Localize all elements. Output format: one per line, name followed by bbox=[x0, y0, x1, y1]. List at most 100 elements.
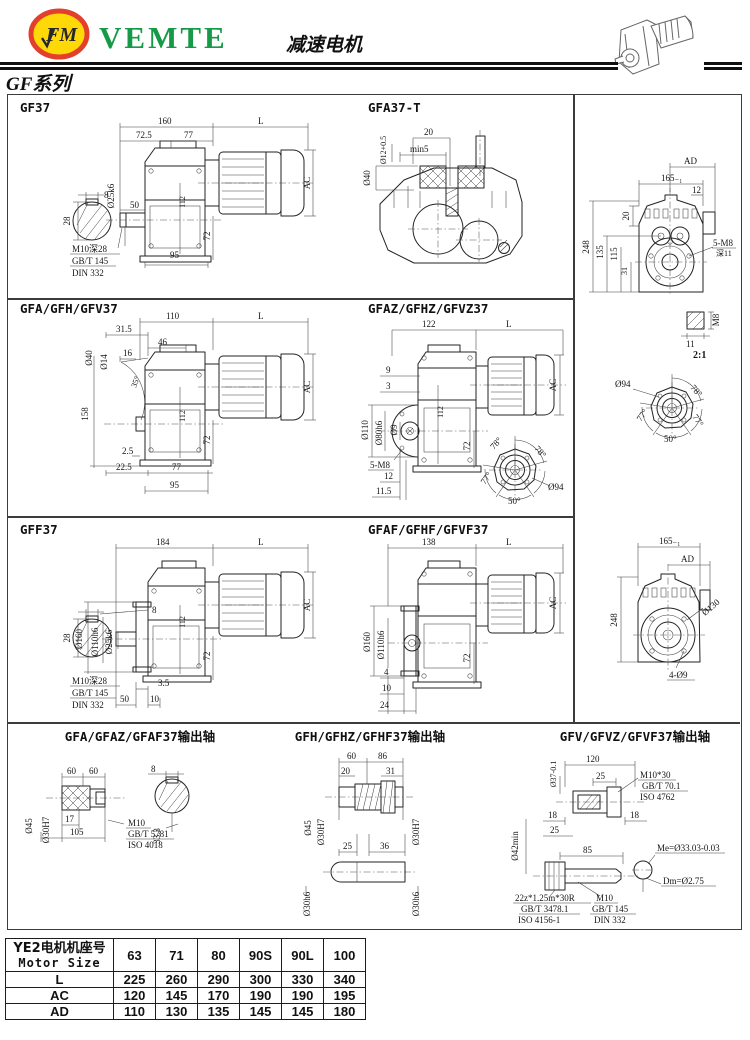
dim-label: 165₋₁ bbox=[661, 173, 682, 183]
dim-label: 115 bbox=[609, 247, 619, 261]
value-cell: 260 bbox=[155, 971, 198, 988]
dimension-lines bbox=[368, 329, 564, 500]
dim-label: 95 bbox=[170, 250, 180, 260]
row-divider-2 bbox=[7, 516, 573, 518]
dim-label: 112 bbox=[178, 196, 187, 208]
dim-label: 138 bbox=[422, 537, 436, 547]
svg-text:ISO 4018: ISO 4018 bbox=[128, 840, 163, 850]
series-label: GF系列 bbox=[6, 74, 71, 95]
svg-text:M8: M8 bbox=[711, 313, 721, 326]
panel-gfa: GFA/GFH/GFV37 bbox=[20, 301, 316, 494]
dim-label: 77° bbox=[690, 412, 706, 428]
thread-hatch bbox=[356, 780, 394, 814]
panel-shaft-h: GFH/GFHZ/GFHF37输出轴 60 86 20 31 Ø45 Ø30H7… bbox=[295, 729, 445, 916]
dim-label: 77 bbox=[172, 462, 182, 472]
panel-gfaz: GFAZ/GFHZ/GFVZ37 bbox=[360, 301, 566, 506]
dim-label: 3 bbox=[386, 381, 391, 391]
gearbox-detail bbox=[151, 588, 202, 669]
svg-text:Ø30h6: Ø30h6 bbox=[411, 891, 421, 916]
size-col: 80 bbox=[197, 938, 240, 972]
dim-label: 24 bbox=[380, 700, 390, 710]
dimension-lines bbox=[525, 761, 647, 874]
column-divider bbox=[573, 94, 575, 722]
motor-outline bbox=[204, 571, 305, 639]
dim-label: 50° bbox=[664, 434, 677, 444]
shaft-knurl bbox=[61, 785, 91, 811]
thread-note: M10 GB/T 5781 ISO 4018 bbox=[126, 818, 174, 850]
dim-label: 12 bbox=[692, 185, 701, 195]
size-header-label: YE2电机机座号 Motor Size bbox=[5, 938, 114, 972]
dim-label: 36 bbox=[380, 841, 390, 851]
table-row: AD 110 130 135 145 145 180 bbox=[5, 1003, 366, 1020]
dim-label: Ø80h6 bbox=[374, 420, 384, 445]
dim-label: 17 bbox=[65, 814, 75, 824]
dim-label: 248 bbox=[609, 613, 619, 627]
dimension-lines bbox=[90, 318, 316, 494]
panel-gff: GFF37 bbox=[20, 522, 316, 710]
socket-hatch bbox=[579, 794, 601, 810]
header-rule-top bbox=[0, 62, 618, 65]
dim-label: Ø14 bbox=[99, 354, 109, 370]
row-label: AD bbox=[5, 1003, 114, 1020]
value-cell: 145 bbox=[155, 987, 198, 1004]
size-col: 71 bbox=[155, 938, 198, 972]
dimension-lines bbox=[40, 773, 125, 842]
panel-right-views: AD 165₋₁ 12 20 248 135 115 31 5-M8 深11 M… bbox=[581, 156, 736, 681]
page-title: 减速电机 bbox=[286, 35, 363, 56]
svg-text:8: 8 bbox=[152, 605, 157, 615]
svg-text:Ø30h6: Ø30h6 bbox=[302, 891, 312, 916]
dimension-lines bbox=[84, 544, 316, 708]
dim-label: 4 bbox=[384, 667, 389, 677]
dim-label: 160 bbox=[158, 116, 172, 126]
dim-label: AC bbox=[548, 379, 558, 392]
svg-text:DIN 332: DIN 332 bbox=[594, 915, 626, 925]
dim-label: 78° bbox=[488, 435, 504, 451]
motor-outline bbox=[204, 149, 305, 217]
dimension-lines bbox=[119, 123, 316, 268]
row-divider-3 bbox=[7, 722, 740, 724]
shaft-section: 8 33.3 bbox=[148, 764, 190, 844]
dim-label: 50 bbox=[130, 200, 140, 210]
bolt-note: 5-M8 bbox=[713, 238, 733, 248]
dim-label: Ø40 bbox=[84, 350, 94, 366]
panel-title: GFAF/GFHF/GFVF37 bbox=[368, 522, 488, 537]
gearbox-detail bbox=[399, 355, 473, 463]
value-cell: 225 bbox=[113, 971, 156, 988]
svg-text:GB/T 145: GB/T 145 bbox=[592, 904, 629, 914]
dim-label: 112 bbox=[436, 406, 445, 418]
value-cell: 130 bbox=[155, 1003, 198, 1020]
dim-label: 77° bbox=[634, 407, 650, 423]
svg-text:8: 8 bbox=[151, 764, 156, 774]
dim-label: 4-Ø9 bbox=[669, 670, 688, 680]
svg-text:ISO 4156-1: ISO 4156-1 bbox=[518, 915, 560, 925]
header-rule-right-top bbox=[704, 62, 742, 65]
dim-label: Ø94 bbox=[615, 379, 631, 389]
rear-view-detail bbox=[635, 188, 707, 296]
motor-fins bbox=[491, 363, 522, 407]
dim-label: 112 bbox=[178, 410, 187, 422]
shaft-bottom: Ø30h6 Ø30h6 bbox=[302, 861, 421, 916]
gearbox-detail bbox=[148, 168, 202, 249]
dim-label: 25 bbox=[596, 771, 606, 781]
dim-label: 16 bbox=[123, 348, 133, 358]
thread-note-bottom: M10 GB/T 145 DIN 332 bbox=[577, 881, 636, 925]
panel-title: GFA/GFAZ/GFAF37输出轴 bbox=[65, 729, 215, 744]
table-row: L 225 260 290 300 330 340 bbox=[5, 971, 366, 988]
dim-label: Ø37-0.1 bbox=[549, 761, 558, 787]
svg-text:Me=Ø33.03-0.03: Me=Ø33.03-0.03 bbox=[657, 843, 720, 853]
motor-outline bbox=[475, 572, 555, 634]
thread-note: M10深28 GB/T 145 DIN 332 bbox=[70, 227, 123, 278]
screw-bottom bbox=[533, 861, 638, 891]
flange-view: 78° 78° 77° 50° Ø94 bbox=[478, 435, 564, 506]
centerlines bbox=[104, 386, 313, 425]
panel-title: GFF37 bbox=[20, 522, 58, 537]
brand-name: VEMTE bbox=[99, 20, 228, 55]
dim-label: Ø110 bbox=[360, 420, 370, 440]
dim-label: 72 bbox=[202, 652, 212, 661]
motor-size-table: YE2电机机座号 Motor Size 63 71 80 90S 90L 100… bbox=[5, 938, 366, 1020]
centerlines bbox=[388, 602, 566, 644]
gearbox-outline bbox=[400, 560, 482, 689]
panel-gfaf: GFAF/GFHF/GFVF37 bbox=[362, 522, 566, 714]
motor-outline bbox=[204, 353, 305, 421]
